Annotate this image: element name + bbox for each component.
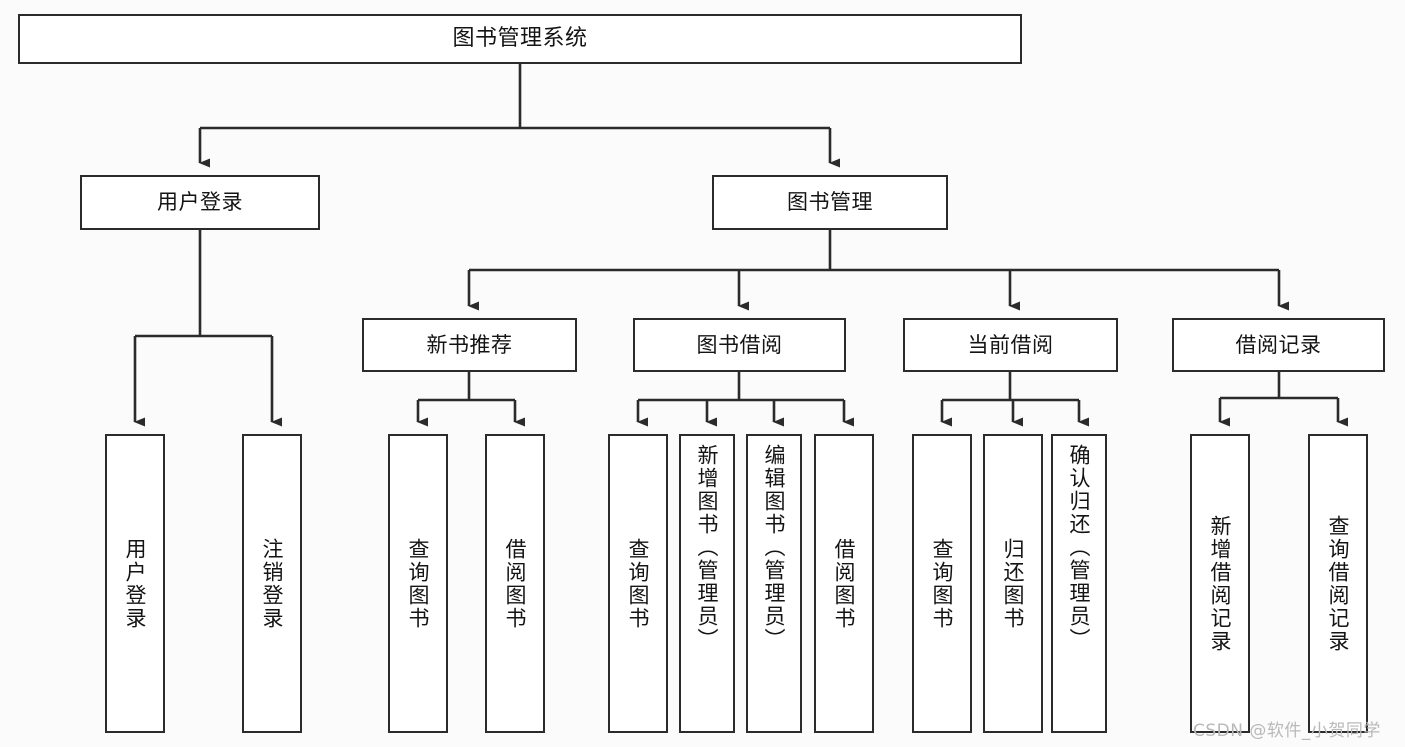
node-label: 用户登录: [123, 537, 148, 630]
node-leaf-edit-book-admin[interactable]: 编辑图书（管理员）: [746, 434, 802, 733]
node-label: 图书管理: [787, 190, 873, 215]
node-current-borrow[interactable]: 当前借阅: [903, 318, 1118, 372]
node-leaf-return-book[interactable]: 归还图书: [983, 434, 1043, 733]
node-leaf-query-book-current[interactable]: 查询图书: [912, 434, 972, 733]
node-label: 图书管理系统: [452, 26, 588, 52]
node-label: 借阅记录: [1235, 332, 1322, 357]
node-new-book-recommend[interactable]: 新书推荐: [362, 318, 577, 372]
node-label: 新增图书（管理员）: [695, 444, 720, 651]
node-label: 新增借阅记录: [1208, 514, 1233, 653]
csdn-watermark: CSDN @软件_小贺同学: [1193, 721, 1381, 741]
node-label: 查询借阅记录: [1326, 514, 1351, 653]
node-book-borrow[interactable]: 图书借阅: [633, 318, 846, 372]
node-label: 图书借阅: [696, 332, 783, 357]
node-label: 归还图书: [1001, 537, 1026, 630]
node-label: 查询图书: [626, 537, 651, 630]
node-label: 当前借阅: [967, 332, 1054, 357]
node-leaf-query-book-borrow[interactable]: 查询图书: [608, 434, 668, 733]
node-label: 借阅图书: [832, 537, 857, 630]
node-leaf-confirm-return-admin[interactable]: 确认归还（管理员）: [1051, 434, 1107, 733]
node-label: 确认归还（管理员）: [1067, 444, 1092, 651]
node-leaf-query-book-recommend[interactable]: 查询图书: [388, 434, 448, 733]
node-leaf-borrow-book-recommend[interactable]: 借阅图书: [485, 434, 545, 733]
node-label: 新书推荐: [426, 332, 513, 357]
node-leaf-add-borrow-record[interactable]: 新增借阅记录: [1190, 434, 1250, 733]
node-label: 查询图书: [406, 537, 431, 630]
node-label: 借阅图书: [503, 537, 528, 630]
node-label: 编辑图书（管理员）: [762, 444, 787, 651]
node-borrow-record[interactable]: 借阅记录: [1172, 318, 1385, 372]
node-label: 查询图书: [930, 537, 955, 630]
node-label: 用户登录: [157, 190, 243, 215]
node-book-manage[interactable]: 图书管理: [712, 175, 948, 230]
node-leaf-logout[interactable]: 注销登录: [242, 434, 302, 733]
node-leaf-query-borrow-record[interactable]: 查询借阅记录: [1308, 434, 1368, 733]
node-root-book-management-system[interactable]: 图书管理系统: [18, 14, 1022, 64]
node-label: 注销登录: [260, 537, 285, 630]
node-leaf-user-login[interactable]: 用户登录: [105, 434, 165, 733]
node-leaf-add-book-admin[interactable]: 新增图书（管理员）: [679, 434, 735, 733]
node-leaf-borrow-book[interactable]: 借阅图书: [814, 434, 874, 733]
node-user-login[interactable]: 用户登录: [80, 175, 320, 230]
